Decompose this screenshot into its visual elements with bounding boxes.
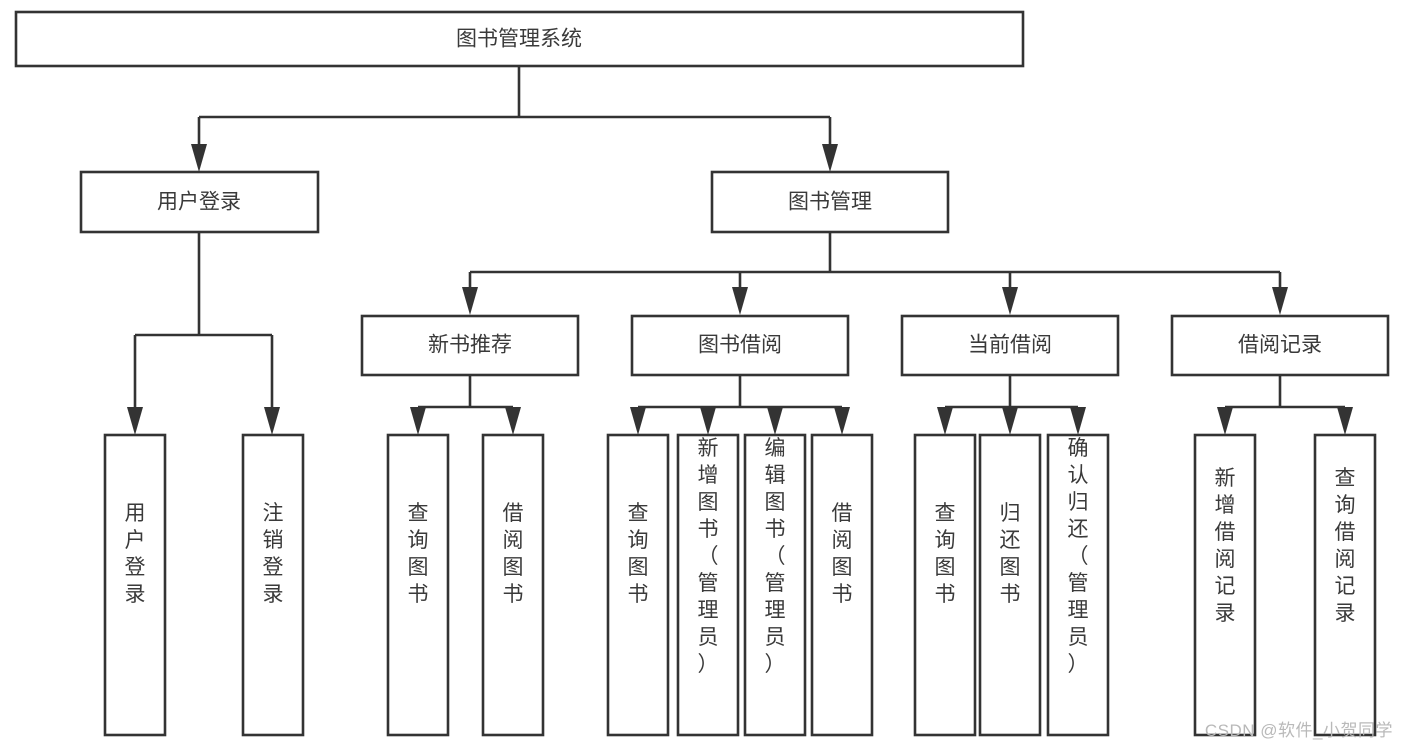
leaf-node-query-book-borrow-box[interactable] bbox=[606, 433, 670, 737]
arrow-head-leaf-logout bbox=[264, 407, 280, 435]
node-book-management-label: 图书管理 bbox=[788, 191, 872, 214]
leaf-node-query-borrow-record[interactable]: 查询借阅记录 bbox=[1313, 433, 1377, 737]
node-new-book-recommend[interactable]: 新书推荐 bbox=[360, 314, 580, 377]
arrow-head-book-borrow bbox=[732, 287, 748, 315]
node-current-borrow-label: 当前借阅 bbox=[968, 334, 1052, 357]
leaf-node-query-book-current-box[interactable] bbox=[913, 433, 977, 737]
leaf-node-query-book-recommend-box[interactable] bbox=[386, 433, 450, 737]
node-root-system-label: 图书管理系统 bbox=[456, 28, 582, 51]
leaf-node-query-book-borrow-label: 查询图书 bbox=[628, 502, 649, 606]
node-user-login-label: 用户登录 bbox=[157, 191, 241, 214]
leaf-node-edit-book[interactable]: 编辑图书（管理员） bbox=[743, 433, 807, 737]
leaf-node-user-login[interactable]: 用户登录 bbox=[103, 433, 167, 737]
leaf-node-borrow-book-box[interactable] bbox=[810, 433, 874, 737]
edges-group bbox=[127, 66, 1353, 435]
leaf-node-query-book-recommend[interactable]: 查询图书 bbox=[386, 433, 450, 737]
leaf-node-query-book-current[interactable]: 查询图书 bbox=[913, 433, 977, 737]
node-new-book-recommend-label: 新书推荐 bbox=[428, 334, 512, 357]
leaf-node-return-book-label: 归还图书 bbox=[1000, 502, 1021, 606]
leaf-node-confirm-return-label: 确认归还（管理员） bbox=[1068, 437, 1089, 676]
arrow-head-leaf-query-book-2 bbox=[630, 407, 646, 435]
arrow-head-leaf-add-book bbox=[700, 407, 716, 435]
arrow-head-leaf-borrow-book-1 bbox=[505, 407, 521, 435]
arrow-head-user-login bbox=[191, 144, 207, 172]
node-borrow-record-box[interactable] bbox=[1170, 314, 1390, 377]
leaf-node-confirm-return-box[interactable] bbox=[1046, 433, 1110, 737]
arrow-head-borrow-record bbox=[1272, 287, 1288, 315]
arrow-head-leaf-borrow-book-2 bbox=[834, 407, 850, 435]
leaf-node-borrow-book-recommend-label: 借阅图书 bbox=[503, 502, 524, 606]
leaf-node-query-book-borrow[interactable]: 查询图书 bbox=[606, 433, 670, 737]
node-borrow-record[interactable]: 借阅记录 bbox=[1170, 314, 1390, 377]
node-book-management[interactable]: 图书管理 bbox=[710, 170, 950, 234]
leaf-node-query-borrow-record-box[interactable] bbox=[1313, 433, 1377, 737]
leaf-node-return-book-box[interactable] bbox=[978, 433, 1042, 737]
leaf-node-add-borrow-record-box[interactable] bbox=[1193, 433, 1257, 737]
leaf-node-borrow-book-label: 借阅图书 bbox=[832, 502, 853, 606]
arrow-head-current-borrow bbox=[1002, 287, 1018, 315]
node-book-borrow[interactable]: 图书借阅 bbox=[630, 314, 850, 377]
arrow-head-leaf-edit-book bbox=[767, 407, 783, 435]
arrow-head-book-mgmt bbox=[822, 144, 838, 172]
leaf-node-add-book-label: 新增图书（管理员） bbox=[698, 437, 719, 676]
node-current-borrow-box[interactable] bbox=[900, 314, 1120, 377]
leaf-node-confirm-return[interactable]: 确认归还（管理员） bbox=[1046, 433, 1110, 737]
arrow-head-leaf-add-record bbox=[1217, 407, 1233, 435]
leaf-node-query-borrow-record-label: 查询借阅记录 bbox=[1335, 467, 1356, 625]
node-book-management-box[interactable] bbox=[710, 170, 950, 234]
leaf-node-borrow-book-recommend-box[interactable] bbox=[481, 433, 545, 737]
node-root-system[interactable]: 图书管理系统 bbox=[14, 10, 1025, 68]
leaf-node-add-borrow-record-label: 新增借阅记录 bbox=[1215, 467, 1236, 625]
arrow-head-leaf-return-book bbox=[1002, 407, 1018, 435]
arrow-head-leaf-query-book-3 bbox=[937, 407, 953, 435]
node-new-book-recommend-box[interactable] bbox=[360, 314, 580, 377]
leaf-node-query-book-recommend-label: 查询图书 bbox=[408, 502, 429, 606]
node-user-login[interactable]: 用户登录 bbox=[79, 170, 320, 234]
arrow-head-new-book bbox=[462, 287, 478, 315]
arrow-head-leaf-query-record bbox=[1337, 407, 1353, 435]
leaf-node-add-borrow-record[interactable]: 新增借阅记录 bbox=[1193, 433, 1257, 737]
leaf-node-edit-book-box[interactable] bbox=[743, 433, 807, 737]
leaf-node-logout-label: 注销登录 bbox=[263, 502, 284, 606]
leaf-node-edit-book-label: 编辑图书（管理员） bbox=[765, 437, 786, 676]
leaf-node-add-book-box[interactable] bbox=[676, 433, 740, 737]
node-borrow-record-label: 借阅记录 bbox=[1238, 334, 1322, 357]
leaf-node-logout-box[interactable] bbox=[241, 433, 305, 737]
leaf-node-query-book-current-label: 查询图书 bbox=[935, 502, 956, 606]
leaf-node-return-book[interactable]: 归还图书 bbox=[978, 433, 1042, 737]
node-book-borrow-label: 图书借阅 bbox=[698, 334, 782, 357]
node-root-system-box[interactable] bbox=[14, 10, 1025, 68]
arrow-head-leaf-query-book-1 bbox=[410, 407, 426, 435]
leaf-node-user-login-label: 用户登录 bbox=[125, 502, 146, 606]
node-user-login-box[interactable] bbox=[79, 170, 320, 234]
node-book-borrow-box[interactable] bbox=[630, 314, 850, 377]
node-current-borrow[interactable]: 当前借阅 bbox=[900, 314, 1120, 377]
csdn-watermark: CSDN @软件_小贺同学 bbox=[1204, 721, 1393, 740]
leaf-node-logout[interactable]: 注销登录 bbox=[241, 433, 305, 737]
leaf-node-borrow-book[interactable]: 借阅图书 bbox=[810, 433, 874, 737]
arrow-head-leaf-confirm-return bbox=[1070, 407, 1086, 435]
leaf-node-add-book[interactable]: 新增图书（管理员） bbox=[676, 433, 740, 737]
leaf-node-user-login-box[interactable] bbox=[103, 433, 167, 737]
arrow-head-leaf-user-login bbox=[127, 407, 143, 435]
leaf-node-borrow-book-recommend[interactable]: 借阅图书 bbox=[481, 433, 545, 737]
